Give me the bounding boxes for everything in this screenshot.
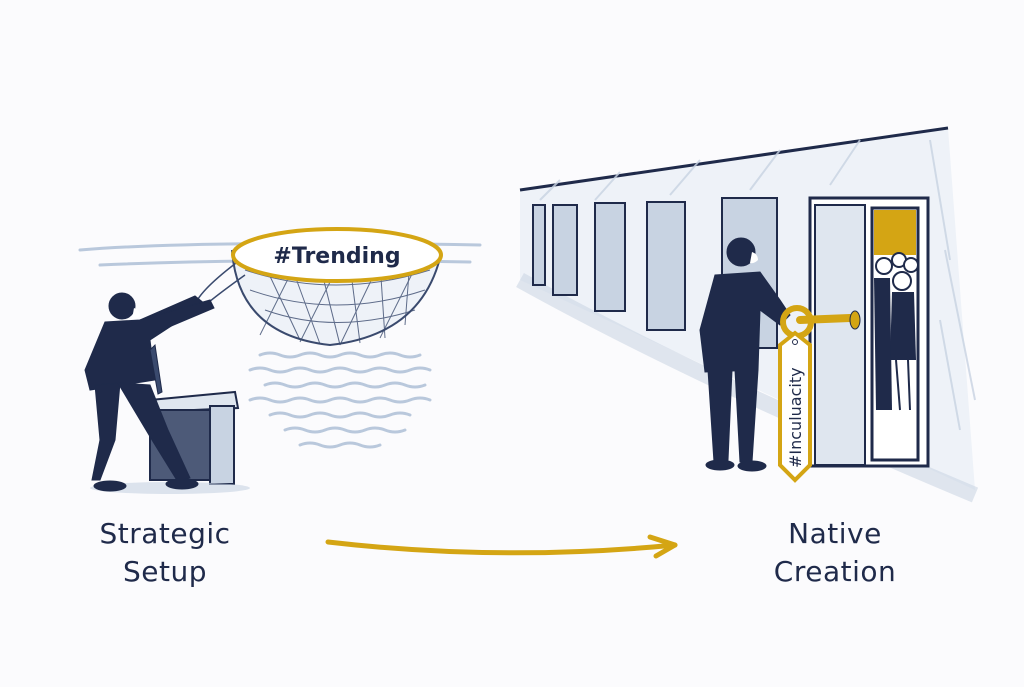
businessman-left — [84, 292, 215, 492]
caption-native-creation: Native Creation — [730, 515, 940, 591]
caption-right-line1: Native — [788, 517, 882, 550]
golden-key — [780, 305, 861, 339]
caption-left-line1: Strategic — [99, 517, 231, 550]
net-label: #Trending — [273, 244, 400, 269]
caption-left-line2: Setup — [123, 555, 207, 588]
caption-strategic-setup: Strategic Setup — [80, 515, 250, 591]
net-illustration: #Trending — [194, 227, 443, 347]
tag-label: #Inculuacity — [786, 367, 805, 468]
progress-arrow-icon — [325, 534, 678, 559]
people-in-doorway — [874, 252, 919, 411]
desk-illustration — [90, 390, 250, 494]
businessman-right — [699, 237, 791, 472]
inclusivity-tag: #Inculuacity — [778, 330, 812, 483]
caption-right-line2: Creation — [773, 555, 897, 588]
